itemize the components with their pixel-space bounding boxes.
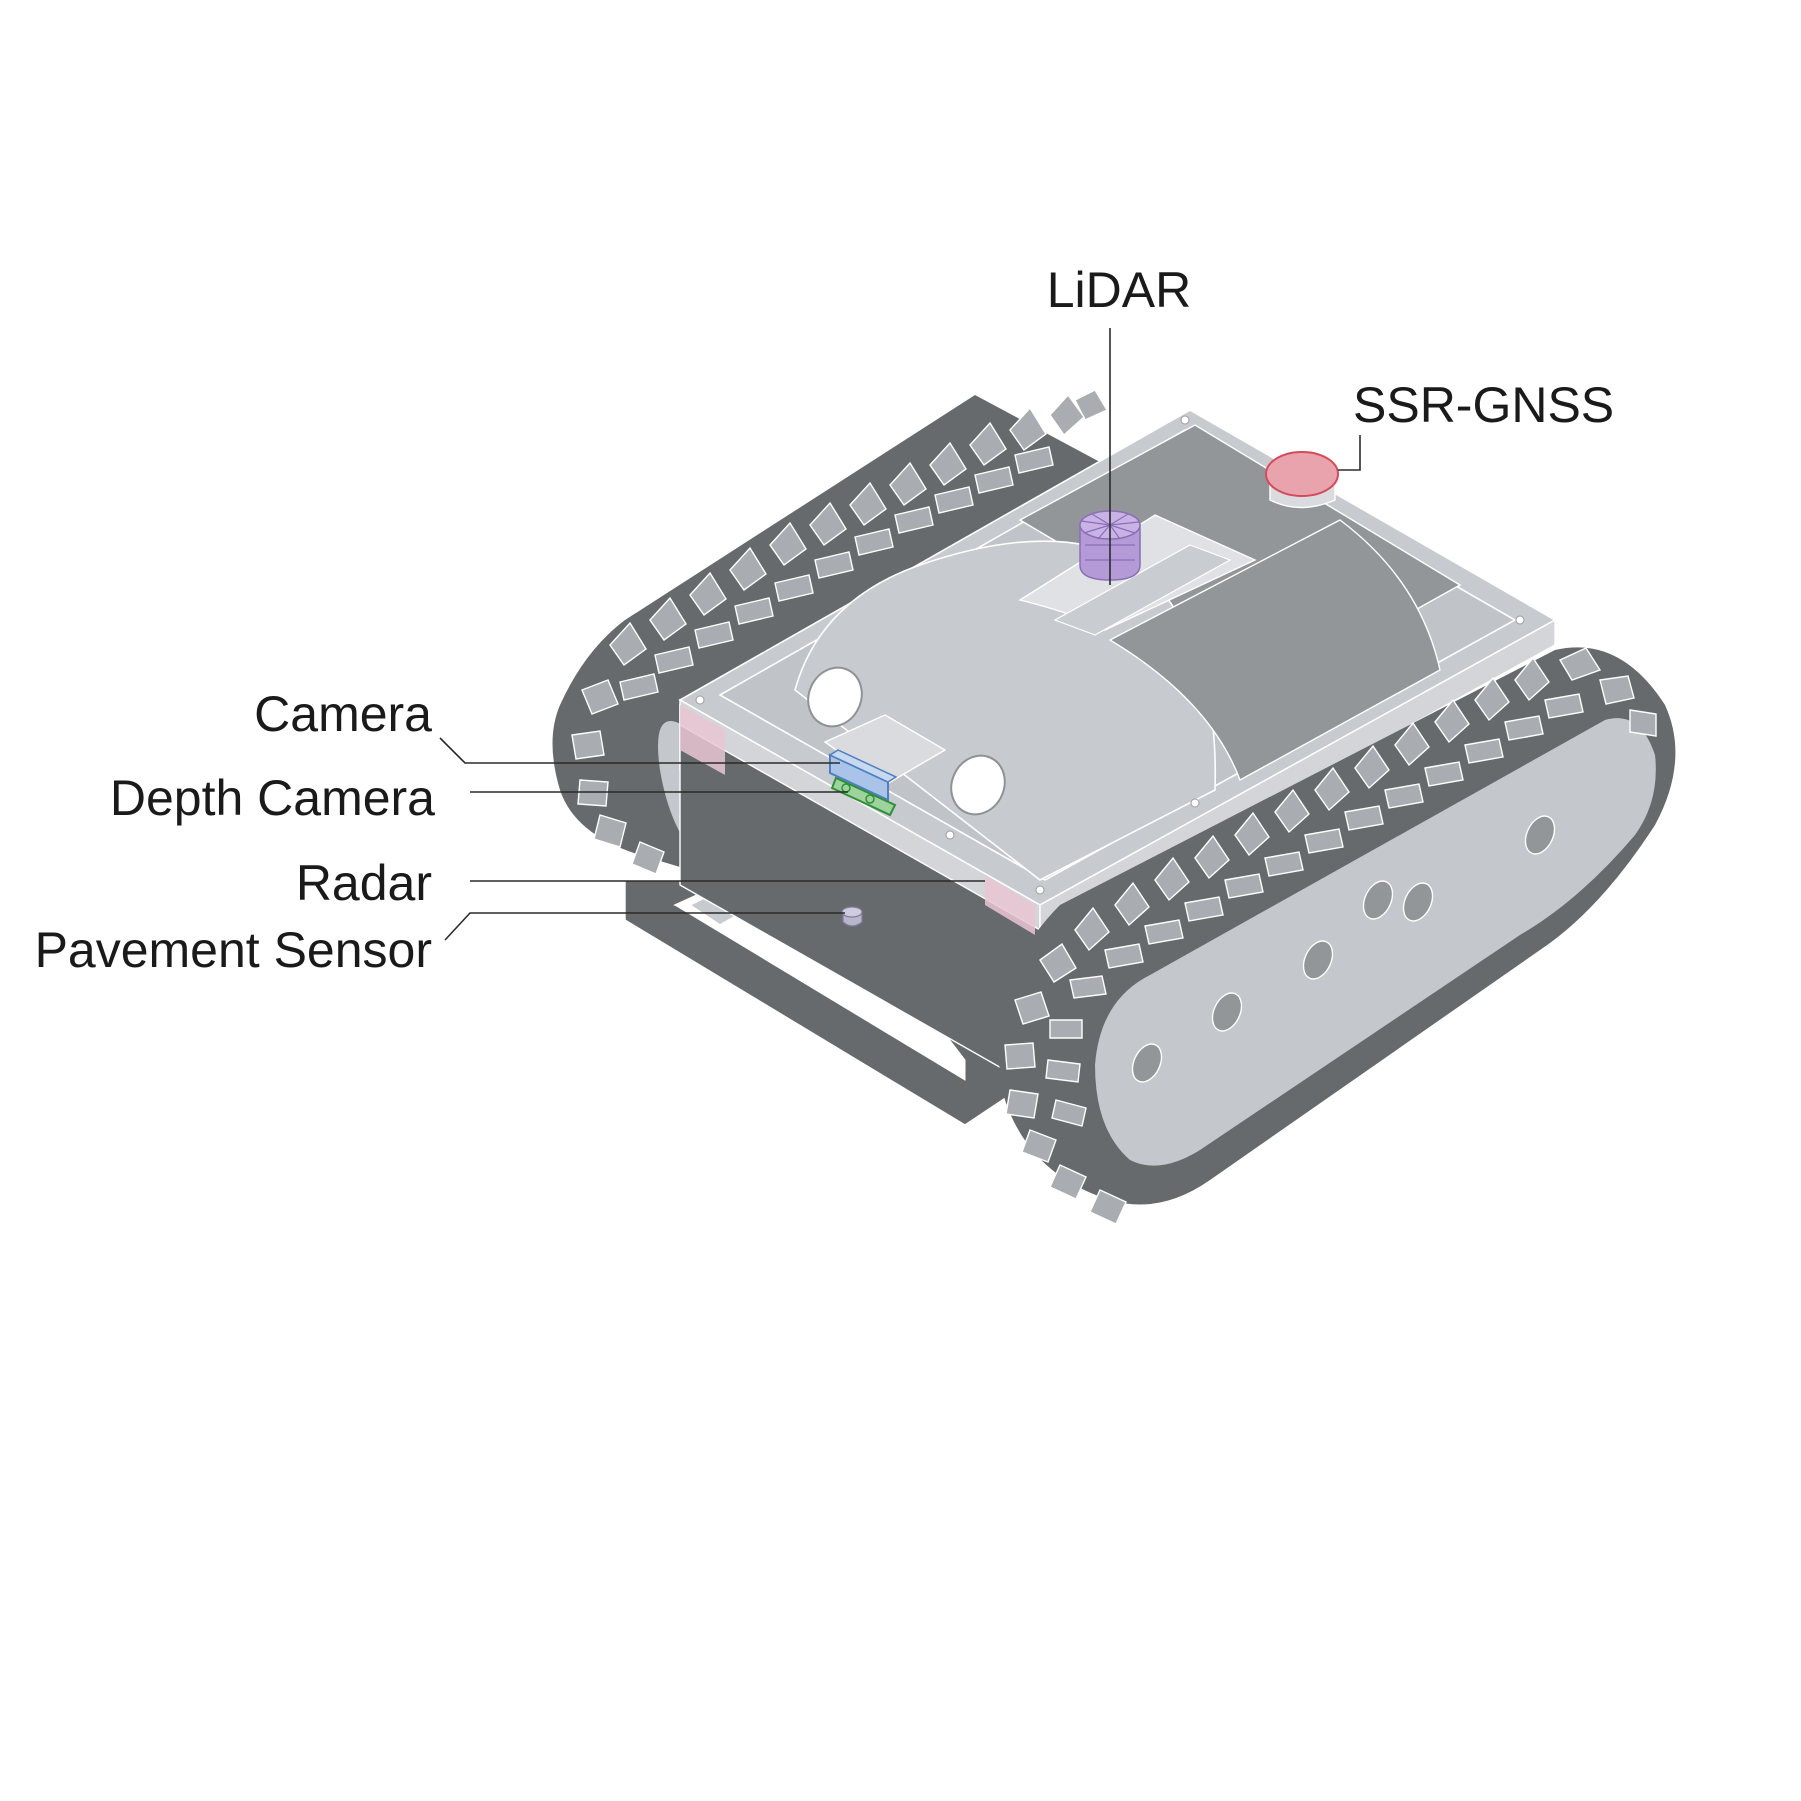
ssr-gnss-dome (1266, 452, 1338, 496)
label-depth-camera: Depth Camera (110, 770, 435, 826)
pavement-sensor (842, 907, 862, 926)
leader-ssr-gnss (1338, 435, 1360, 470)
ssr-gnss-sensor (1266, 452, 1338, 508)
label-camera: Camera (254, 686, 432, 742)
label-pavement-sensor: Pavement Sensor (35, 922, 432, 978)
label-radar: Radar (296, 855, 432, 911)
label-ssr-gnss: SSR-GNSS (1353, 377, 1614, 433)
label-lidar: LiDAR (1047, 262, 1191, 318)
